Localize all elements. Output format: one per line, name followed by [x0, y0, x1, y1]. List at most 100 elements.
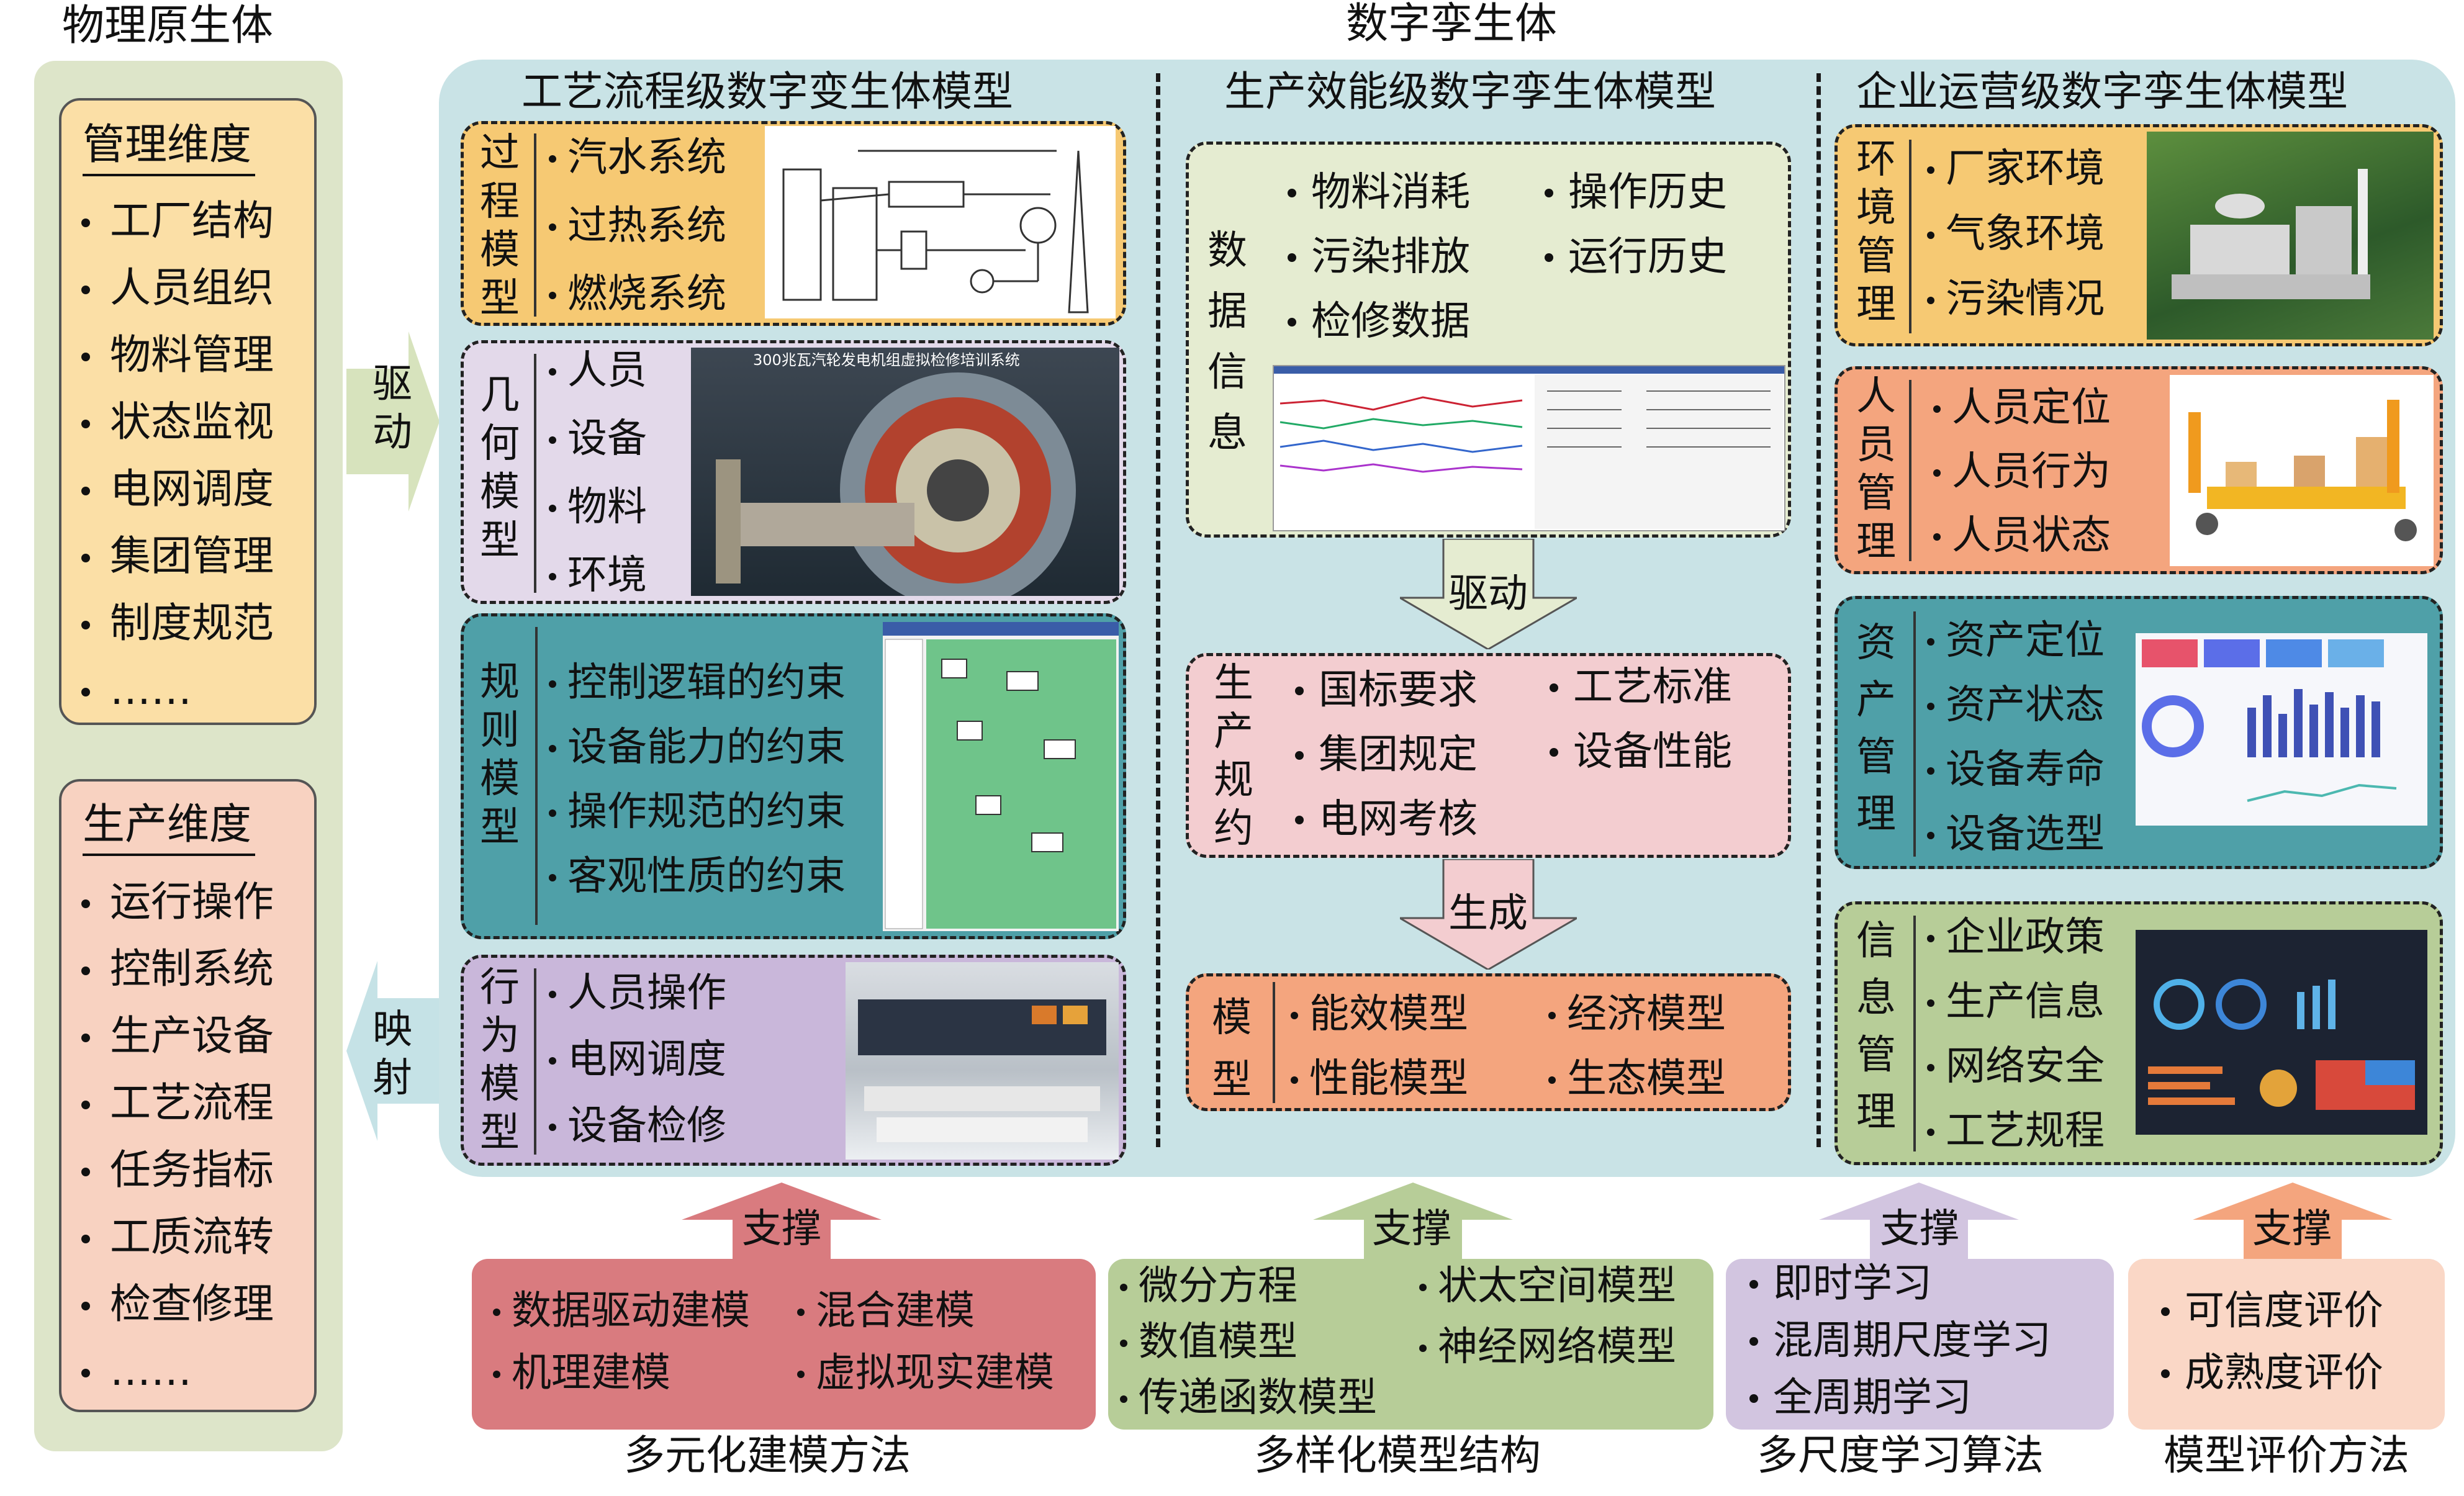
management-list-item: 工厂结构 [78, 187, 274, 255]
learning-algorithms-box [1726, 1259, 2114, 1430]
regulation-label: 生产规约 [1214, 660, 1253, 852]
turbine-image: 300兆瓦汽轮发电机组虚拟检修培训系统 [691, 348, 1119, 596]
production-list-item: 检查修理 [78, 1271, 274, 1338]
asset-label: 资产管理 [1856, 620, 1896, 837]
management-list-item: 人员组织 [78, 255, 274, 322]
personnel-item: 人员状态 [1931, 516, 2111, 556]
robot-line-image [2170, 375, 2434, 566]
production-list: 运行操作控制系统生产设备工艺流程任务指标工质流转检查修理…… [78, 868, 274, 1405]
process-item: 汽水系统 [546, 138, 726, 178]
drive-arrow [346, 331, 440, 511]
regulation-item: 电网考核 [1291, 800, 1478, 839]
evaluation-methods-title: 模型评价方法 [2164, 1431, 2409, 1479]
asset-separator [1913, 611, 1916, 857]
regulation-item: 集团规定 [1291, 735, 1478, 775]
management-list: 工厂结构人员组织物料管理状态监视电网调度集团管理制度规范…… [78, 187, 274, 724]
modeling-method-item: 数据驱动建模 [490, 1291, 750, 1331]
personnel-separator [1909, 380, 1911, 561]
management-dimension-card: 管理维度 工厂结构人员组织物料管理状态监视电网调度集团管理制度规范…… [59, 98, 317, 725]
process-column-title: 工艺流程级数字变生体模型 [521, 68, 1013, 115]
digital-twin-title: 数字孪生体 [1346, 0, 1558, 48]
rule-item: 设备能力的约束 [546, 728, 846, 767]
model-structure-item: 状太空间模型 [1417, 1266, 1676, 1306]
rule-item: 客观性质的约束 [546, 857, 846, 896]
learning-algorithm-item: 即时学习 [1746, 1264, 1932, 1304]
information-separator [1913, 916, 1916, 1151]
environment-label: 环境管理 [1856, 137, 1896, 328]
data-info-item: 污染排放 [1284, 237, 1470, 277]
production-dimension-title: 生产维度 [83, 800, 252, 849]
models-item: 生态模型 [1546, 1059, 1726, 1099]
rule-model-label: 规则模型 [480, 659, 520, 850]
support-arrow-structures [1313, 1183, 1513, 1263]
personnel-item: 人员定位 [1931, 388, 2111, 428]
map-arrow-label: 映射 [372, 1007, 412, 1101]
asset-item: 资产定位 [1925, 621, 2105, 660]
models-label: 模型 [1212, 995, 1252, 1103]
support-label-methods: 支撑 [742, 1206, 821, 1252]
behavior-item: 电网调度 [546, 1040, 726, 1079]
support-arrow-methods [682, 1183, 882, 1263]
behavior-model-label: 行为模型 [480, 965, 520, 1156]
production-list-item: 工艺流程 [78, 1070, 274, 1137]
environment-item: 气象环境 [1925, 214, 2105, 254]
asset-item: 资产状态 [1925, 685, 2105, 725]
asset-item: 设备选型 [1925, 814, 2105, 854]
process-item: 燃烧系统 [546, 274, 726, 314]
models-item: 经济模型 [1546, 994, 1726, 1034]
production-list-item: …… [78, 1338, 274, 1405]
information-item: 生产信息 [1925, 982, 2105, 1022]
management-dimension-title: 管理维度 [83, 120, 252, 169]
geometry-item: 物料 [546, 487, 647, 527]
production-dimension-card: 生产维度 运行操作控制系统生产设备工艺流程任务指标工质流转检查修理…… [59, 779, 317, 1412]
support-label-evaluation: 支撑 [2252, 1206, 2332, 1252]
plant-environment-image [2147, 132, 2434, 340]
rule-model-separator [535, 627, 538, 925]
information-item: 网络安全 [1925, 1047, 2105, 1086]
behavior-model-separator [534, 968, 536, 1155]
production-list-item: 生产设备 [78, 1003, 274, 1070]
asset-item: 设备寿命 [1925, 750, 2105, 790]
data-info-item: 物料消耗 [1284, 173, 1470, 212]
drive-arrow-label: 驱动 [372, 361, 412, 456]
behavior-item: 设备检修 [546, 1106, 726, 1146]
model-structure-item: 传递函数模型 [1117, 1378, 1377, 1418]
asset-dashboard-image [2136, 633, 2427, 826]
regulation-item: 工艺标准 [1546, 667, 1732, 707]
enterprise-column-title: 企业运营级数字孪生体模型 [1856, 68, 2348, 115]
models-separator [1273, 982, 1275, 1103]
regulation-box [1186, 653, 1791, 858]
evaluation-method-item: 成熟度评价 [2157, 1353, 2383, 1393]
efficiency-column-title: 生产效能级数字孪生体模型 [1224, 68, 1716, 115]
behavior-item: 人员操作 [546, 973, 726, 1013]
model-structure-item: 数值模型 [1117, 1322, 1297, 1362]
production-list-item: 任务指标 [78, 1137, 274, 1204]
geometry-item: 设备 [546, 419, 647, 459]
control-room-image [846, 962, 1119, 1160]
geometry-item: 环境 [546, 556, 647, 595]
regulation-item: 设备性能 [1546, 732, 1732, 772]
process-model-separator [534, 133, 536, 317]
evaluation-method-item: 可信度评价 [2157, 1291, 2383, 1331]
drive-down-arrow-label: 驱动 [1448, 571, 1528, 617]
physical-entity-title: 物理原生体 [62, 1, 274, 50]
map-arrow [346, 961, 440, 1141]
management-list-item: 状态监视 [78, 389, 274, 456]
turbine-image-caption: 300兆瓦汽轮发电机组虚拟检修培训系统 [753, 351, 1020, 369]
geometry-item: 人员 [546, 351, 647, 390]
drive-down-arrow [1400, 539, 1577, 649]
modeling-method-item: 虚拟现实建模 [795, 1353, 1054, 1393]
rule-item: 控制逻辑的约束 [546, 663, 846, 703]
learning-algorithm-item: 全周期学习 [1746, 1378, 1972, 1418]
personnel-item: 人员行为 [1931, 452, 2111, 492]
support-arrow-evaluation [2193, 1183, 2393, 1263]
geometry-model-separator [534, 354, 536, 593]
personnel-label: 人员管理 [1856, 374, 1896, 565]
rule-item: 操作规范的约束 [546, 792, 846, 832]
evaluation-methods-box [2128, 1259, 2445, 1430]
process-model-label: 过程模型 [480, 130, 520, 322]
management-list-item: …… [78, 657, 274, 724]
info-dashboard-image [2136, 930, 2427, 1135]
models-item: 性能模型 [1288, 1059, 1468, 1099]
information-item: 工艺规程 [1925, 1111, 2105, 1151]
